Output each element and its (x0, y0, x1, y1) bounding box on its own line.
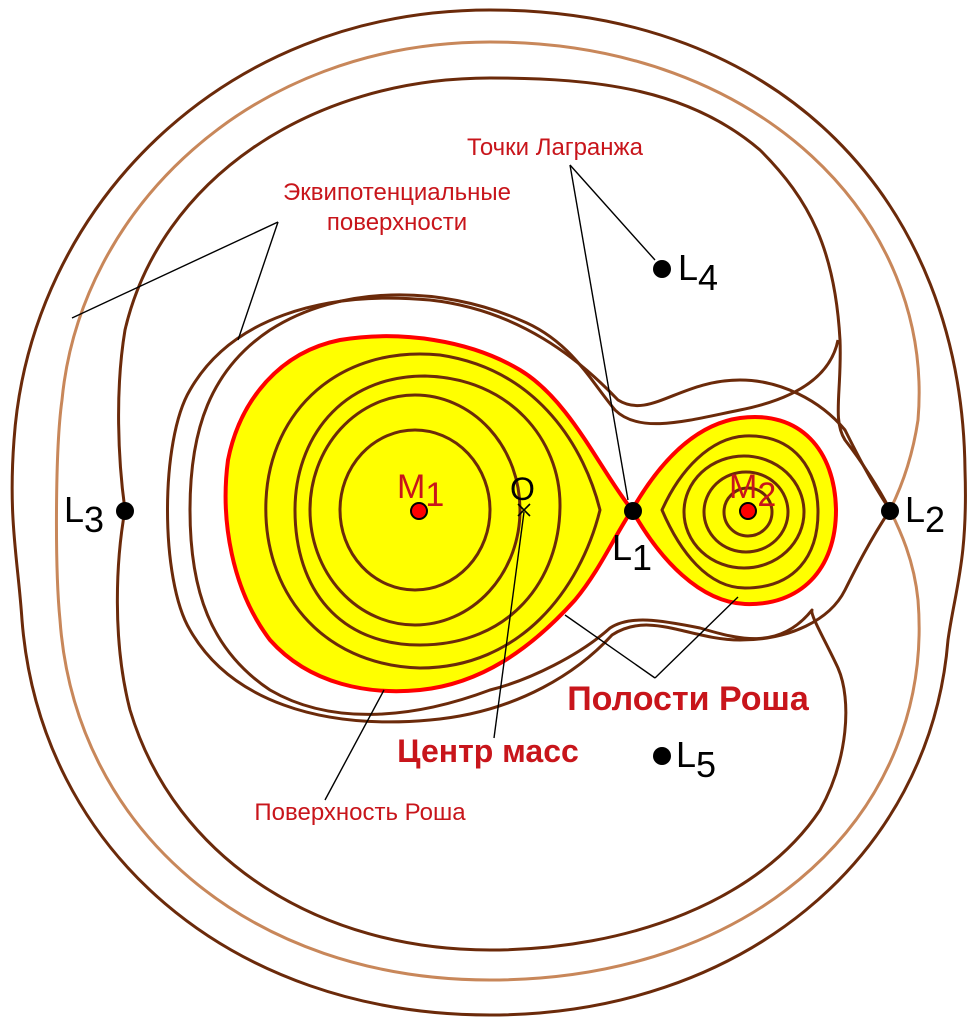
horseshoe-equipotential (115, 76, 892, 952)
mass-m2-letter: M (729, 468, 757, 506)
lagrange-l3-sub: 3 (84, 499, 104, 540)
leader-equipotential-inner (237, 221, 279, 341)
lagrange-l4-sub: 4 (698, 257, 718, 298)
lagrange-l4-label: L4 (678, 247, 718, 298)
lagrange-l2-letter: L (905, 489, 925, 530)
mass-m2-dot (739, 502, 757, 520)
lagrange-l5-sub: 5 (696, 744, 716, 785)
lagrange-l1-letter: L (612, 527, 632, 568)
lagrange-l2-dot (881, 502, 899, 520)
leader-equipotential-outer (71, 221, 279, 319)
mass-m2-label: M2 (729, 468, 776, 514)
center-of-mass-marker (517, 503, 531, 517)
lagrange-l5-label: L5 (676, 734, 716, 785)
lagrange-points-label: Точки Лагранжа (467, 134, 644, 161)
equipotential-label-line2: поверхности (327, 209, 467, 236)
outer-equipotential (10, 8, 967, 1017)
leader-roche-lobe-m2 (654, 596, 739, 679)
lagrange-l1-dot (624, 502, 642, 520)
lagrange-l5-dot (653, 747, 671, 765)
leader-center-of-mass (493, 511, 525, 739)
lagrange-l3-dot (116, 502, 134, 520)
lagrange-l2-label: L2 (905, 489, 945, 540)
leader-lagrange-l4 (569, 164, 656, 261)
lagrange-l1-sub: 1 (632, 537, 652, 578)
binary-envelope-equipotential (166, 296, 892, 724)
mass-m1-dot (410, 502, 428, 520)
mass-m1-label: M1 (397, 468, 444, 514)
m1-contour-1 (338, 428, 492, 592)
lagrange-l4-dot (653, 260, 671, 278)
m2-contour-4 (660, 434, 820, 590)
m2-contour-3 (682, 454, 806, 570)
m2-contour-2 (702, 470, 790, 554)
roche-lobe-m2 (629, 415, 839, 607)
mass-m2-sub: 2 (757, 476, 776, 514)
leader-roche-surface (324, 689, 385, 801)
lagrange-l2-sub: 2 (925, 499, 945, 540)
leader-lines (71, 164, 739, 801)
lagrange-l3-label: L3 (64, 489, 104, 540)
mass-m1-letter: M (397, 468, 425, 506)
m2-contour-1 (722, 486, 774, 538)
leader-lagrange-l1 (569, 164, 629, 501)
lagrange-l3-letter: L (64, 489, 84, 530)
lagrange-l5-letter: L (676, 734, 696, 775)
roche-surface-label: Поверхность Роша (254, 799, 466, 826)
leader-roche-lobe-m1 (564, 614, 656, 679)
center-of-mass-label: Центр масс (397, 733, 579, 769)
mass-m1-sub: 1 (425, 476, 444, 514)
m1-contour-2 (308, 393, 522, 627)
roche-lobes-label: Полости Роша (567, 680, 810, 718)
m1-contour-4 (264, 352, 602, 670)
m1-contour-3 (293, 374, 562, 647)
lagrange-l4-letter: L (678, 247, 698, 288)
origin-label: O (510, 471, 535, 507)
equipotential-label-line1: Эквипотенциальные (283, 179, 511, 206)
outer-equipotential-light (54, 40, 921, 982)
lagrange-l1-label: L1 (612, 527, 652, 578)
